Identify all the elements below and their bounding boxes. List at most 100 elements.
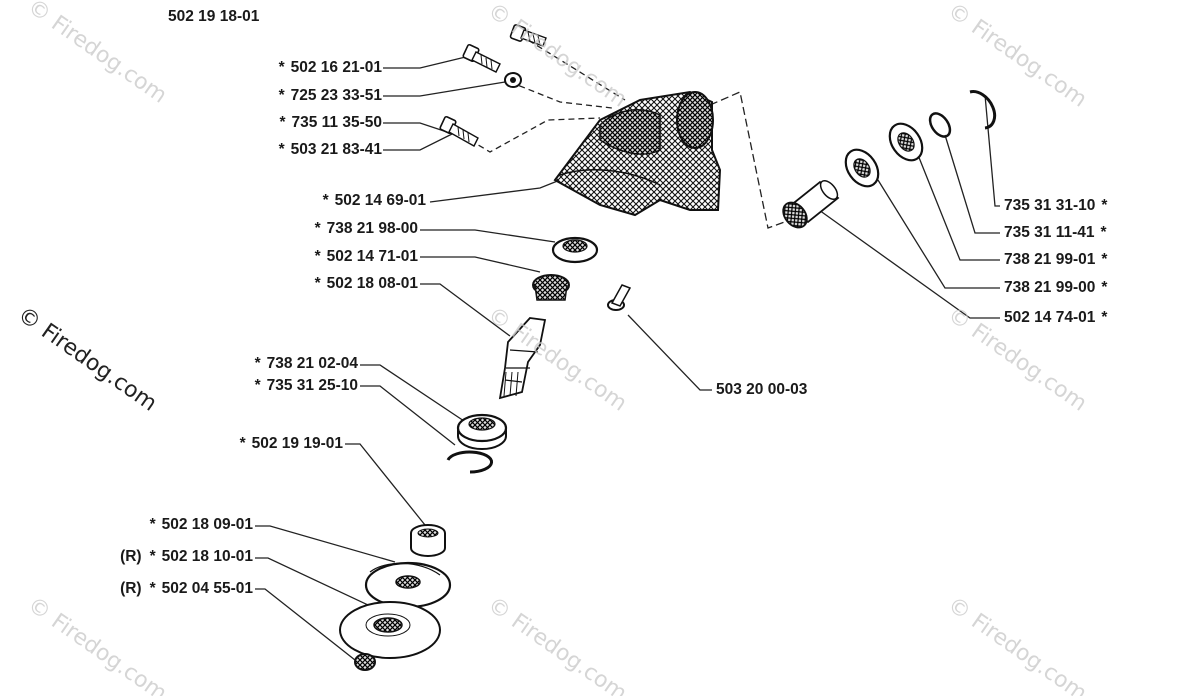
part-code: 738 21 99-01 [1004,251,1096,268]
part-label-502-14-74-01[interactable]: 502 14 74-01 * [1004,309,1107,327]
replacement-star: * [149,516,156,533]
leader-503-21-83-41 [383,133,453,151]
part-label-502-18-08-01[interactable]: * 502 18 08-01 [315,275,418,293]
replacement-star: * [322,192,329,209]
leader-738-21-02-04 [360,364,471,426]
bearing-738-21-02-04 [456,413,508,450]
bolt-502-16-21-01 [462,43,501,73]
part-label-header[interactable]: 502 19 18-01 [168,8,259,26]
leader-502-18-10-01 [255,557,401,621]
replacement-star: * [314,275,321,292]
leader-lines [255,34,1000,661]
replacement-star: * [149,548,156,565]
part-label-503-20-00-03[interactable]: 503 20 00-03 [716,381,807,399]
bearing-738-21-99-00 [844,148,880,188]
gear-502-14-71-01 [532,274,570,301]
part-code: 502 14 69-01 [334,192,426,209]
replacement-star: * [1100,224,1107,241]
replacement-star: * [314,220,321,237]
bearing-738-21-99-01 [888,122,924,162]
shim-735-31-11-41 [928,112,952,138]
part-code: 503 21 83-41 [290,141,382,158]
replacement-star: * [314,248,321,265]
leader-502-04-55-01 [255,588,356,661]
leader-503-20-00-03 [627,314,712,391]
part-label-503-21-83-41[interactable]: * 503 21 83-41 [279,141,382,159]
leader-502-16-21-01 [383,53,479,69]
part-label-502-16-21-01[interactable]: * 502 16 21-01 [279,59,382,77]
part-code: 502 14 74-01 [1004,309,1096,326]
replacement-star: * [279,114,286,131]
part-label-502-18-10-01[interactable]: (R) * 502 18 10-01 [120,548,253,566]
part-label-735-31-25-10[interactable]: *735 31 25-10 [255,377,358,395]
part-code: 738 21 02-04 [266,355,358,372]
leader-738-21-98-00 [420,229,556,243]
leader-502-14-71-01 [420,256,541,273]
replaceable-flag: (R) [120,548,142,565]
replacement-star: * [254,377,261,394]
bearing-738-21-98-00 [551,236,599,264]
part-code: 735 11 35-50 [291,114,382,131]
part-code: 502 19 18-01 [168,8,260,25]
part-label-735-11-35-50[interactable]: * 735 11 35-50 [279,114,382,132]
part-label-738-21-99-01[interactable]: 738 21 99-01 * [1004,251,1107,269]
bolt-503-21-83-41 [439,115,479,147]
part-code: 502 16 21-01 [290,59,382,76]
leader-502-18-08-01 [420,283,511,337]
part-label-735-31-31-10[interactable]: 735 31 31-10 * [1004,197,1107,215]
part-label-738-21-02-04[interactable]: * 738 21 02-04 [255,355,358,373]
part-code: 502 18 09-01 [161,516,253,533]
part-code: 502 19 19-01 [251,435,343,452]
replacement-star: * [1101,279,1108,296]
replacement-star: * [254,355,261,372]
part-label-502-18-09-01[interactable]: * 502 18 09-01 [150,516,253,534]
part-code: 502 14 71-01 [326,248,418,265]
leader-502-18-09-01 [255,525,396,563]
leader-502-14-74-01 [811,204,1000,319]
bolt-502-19-18-01 [509,24,547,47]
nut-502-04-55-01 [354,653,376,671]
gear-housing-502-14-69-01 [553,90,722,217]
leader-735-31-25-10 [360,385,456,446]
leader-725-23-33-51 [383,81,506,97]
replacement-star: * [278,59,285,76]
part-label-738-21-99-00[interactable]: 738 21 99-00 * [1004,279,1107,297]
collar-502-19-19-01 [410,524,446,557]
part-label-725-23-33-51[interactable]: *725 23 33-51 [279,87,382,105]
part-code: 502 18 10-01 [161,548,253,565]
replacement-star: * [149,580,156,597]
pinion-shaft-502-14-74-01 [782,179,840,229]
replacement-star: * [1101,251,1108,268]
support-cup-502-18-10-01 [339,601,441,659]
replacement-star: * [278,87,285,104]
screw-503-20-00-03 [607,284,632,311]
part-label-502-14-69-01[interactable]: * 502 14 69-01 [323,192,426,210]
replaceable-flag: (R) [120,580,142,597]
replacement-star: * [278,141,285,158]
part-label-738-21-98-00[interactable]: * 738 21 98-00 [315,220,418,238]
part-label-502-04-55-01[interactable]: (R)*502 04 55-01 [120,580,253,598]
shaft-502-18-08-01 [498,317,547,400]
replacement-star: * [239,435,246,452]
leader-502-14-69-01 [429,179,561,203]
replacement-star: * [1101,309,1108,326]
part-label-502-14-71-01[interactable]: * 502 14 71-01 [315,248,418,266]
part-code: 738 21 98-00 [326,220,418,237]
leader-735-31-11-41 [944,134,1000,234]
leader-502-19-19-01 [345,443,426,526]
replacement-star: * [1101,197,1108,214]
part-code: 735 31 31-10 [1004,197,1096,214]
part-code: 503 20 00-03 [716,381,808,398]
flange-502-18-09-01 [364,561,452,609]
part-label-502-19-19-01[interactable]: * 502 19 19-01 [240,435,343,453]
part-label-735-31-11-41[interactable]: 735 31 11-41* [1004,224,1107,242]
nut-725-23-33-51 [504,72,522,88]
leader-735-31-31-10 [984,94,1000,207]
circlip-735-31-31-10 [969,90,997,130]
part-code: 502 18 08-01 [326,275,418,292]
leader-738-21-99-00 [877,179,1000,289]
part-code: 738 21 99-00 [1004,279,1096,296]
leader-738-21-99-01 [917,154,1000,261]
